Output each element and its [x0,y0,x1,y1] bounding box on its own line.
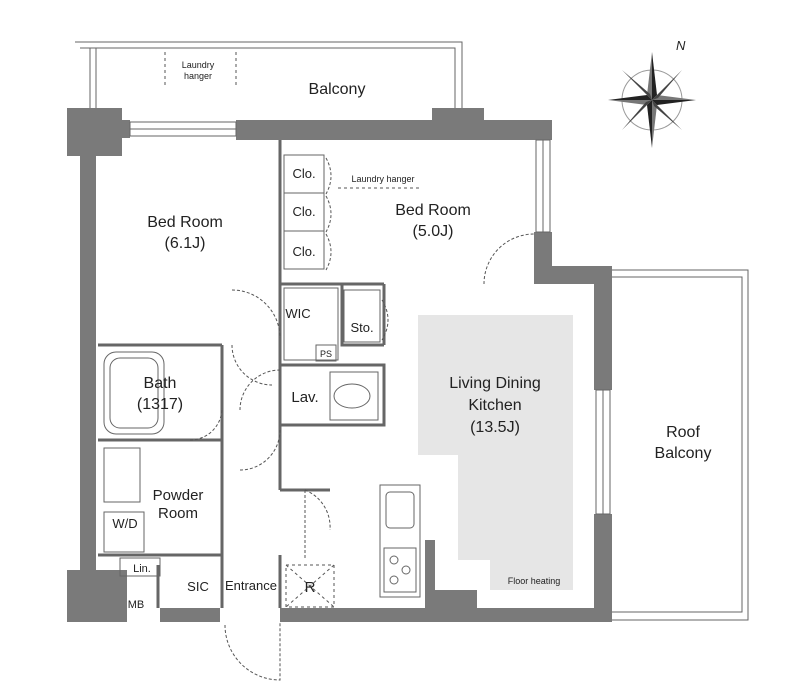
windows [129,121,611,515]
balcony-label: Balcony [309,81,366,98]
mb-label: MB [128,599,145,611]
wic-label: WIC [285,306,310,321]
roof-balcony-outline [612,269,749,621]
closet-label-1: Clo. [292,166,315,181]
powder-room-label-1: Powder [153,487,204,504]
kitchen-counter [379,484,421,598]
storage-label: Sto. [350,320,373,335]
bath-size: (1317) [137,396,183,413]
exterior-walls [67,108,612,622]
compass-north-label: N [676,38,686,53]
north-compass-icon [608,52,696,148]
ps-label: PS [320,349,332,359]
utility-units [283,287,389,362]
refrigerator-label: R [305,579,316,596]
bedroom-1-name: Bed Room [147,214,223,231]
laundry-hanger-top-label-2: hanger [184,71,212,81]
bedroom-2-size: (5.0J) [413,223,454,240]
lavatory-fixtures [329,371,379,421]
roof-balcony-label-1: Roof [666,424,700,441]
roof-balcony-label-2: Balcony [655,445,712,462]
wd-label: W/D [112,516,137,531]
floor-heating-area [418,315,573,590]
interior-walls [98,140,386,608]
floor-heating-label: Floor heating [508,576,561,586]
sic-label: SIC [187,579,209,594]
powder-room-fixtures [103,447,161,577]
balcony-outline [75,41,463,120]
ldk-size: (13.5J) [470,419,520,436]
refrigerator-space [285,564,335,608]
closet-label-3: Clo. [292,244,315,259]
lavatory-label: Lav. [291,389,318,406]
bath-name: Bath [144,375,177,392]
bedroom-1-size: (6.1J) [165,235,206,252]
linen-label: Lin. [133,563,151,575]
closet-units [283,154,420,271]
closet-label-2: Clo. [292,204,315,219]
bedroom-2-name: Bed Room [395,202,471,219]
entrance-label: Entrance [225,578,277,593]
doors [189,233,535,681]
ldk-label-1: Living Dining [449,375,541,392]
laundry-hanger-top-label-1: Laundry [182,60,215,70]
powder-room-label-2: Room [158,505,198,522]
ldk-label-2: Kitchen [468,397,521,414]
bathtub [103,351,165,435]
laundry-hanger-inner-label: Laundry hanger [351,174,414,184]
